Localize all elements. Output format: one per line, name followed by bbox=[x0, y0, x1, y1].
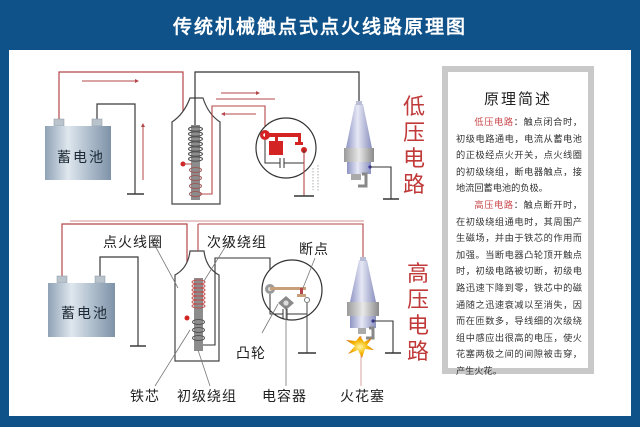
battery-label-low: 蓄电池 bbox=[57, 150, 105, 166]
low-voltage-circuit bbox=[45, 71, 399, 205]
circuit-diagram bbox=[45, 71, 401, 387]
label-ignition-coil: 点火线圈 bbox=[103, 235, 163, 251]
label-secondary-winding: 次级绕组 bbox=[207, 235, 267, 251]
description-low-voltage: 低压电路：触点闭合时，初级电路通电，电流从蓄电池的正极经点火开关，点火线圈的初级… bbox=[456, 117, 583, 195]
highlight-low-voltage: 低压电路 bbox=[474, 117, 514, 128]
label-spark-plug: 火花塞 bbox=[340, 389, 385, 405]
highlight-high-voltage: 高压电路 bbox=[474, 199, 514, 211]
label-capacitor: 电容器 bbox=[262, 389, 307, 405]
spark-icon bbox=[346, 336, 374, 358]
spark-plug-icon bbox=[344, 101, 374, 188]
battery-label-high: 蓄电池 bbox=[61, 306, 109, 322]
high-voltage-side-label: 高 压 电 路 bbox=[407, 262, 430, 365]
low-voltage-side-label: 低 压 电 路 bbox=[403, 95, 426, 198]
high-voltage-circuit bbox=[48, 223, 401, 387]
page-title: 传统机械触点式点火线路原理图 bbox=[172, 16, 467, 38]
label-breaker-point: 断点 bbox=[299, 242, 329, 258]
label-iron-core: 铁芯 bbox=[130, 389, 160, 405]
label-primary-winding: 初级绕组 bbox=[177, 389, 237, 405]
description-title: 原理简述 bbox=[483, 90, 552, 108]
spark-plug-icon bbox=[347, 257, 379, 340]
label-cam: 凸轮 bbox=[236, 346, 266, 362]
principle-description-box: 原理简述 低压电路：触点闭合时，初级电路通电，电流从蓄电池的正极经点火开关，点火… bbox=[442, 66, 594, 377]
description-high-voltage: 高压电路：触点断开时，在初级绕组通电时，其周围产生磁场，并由于铁芯的作用而加强。… bbox=[456, 199, 583, 377]
